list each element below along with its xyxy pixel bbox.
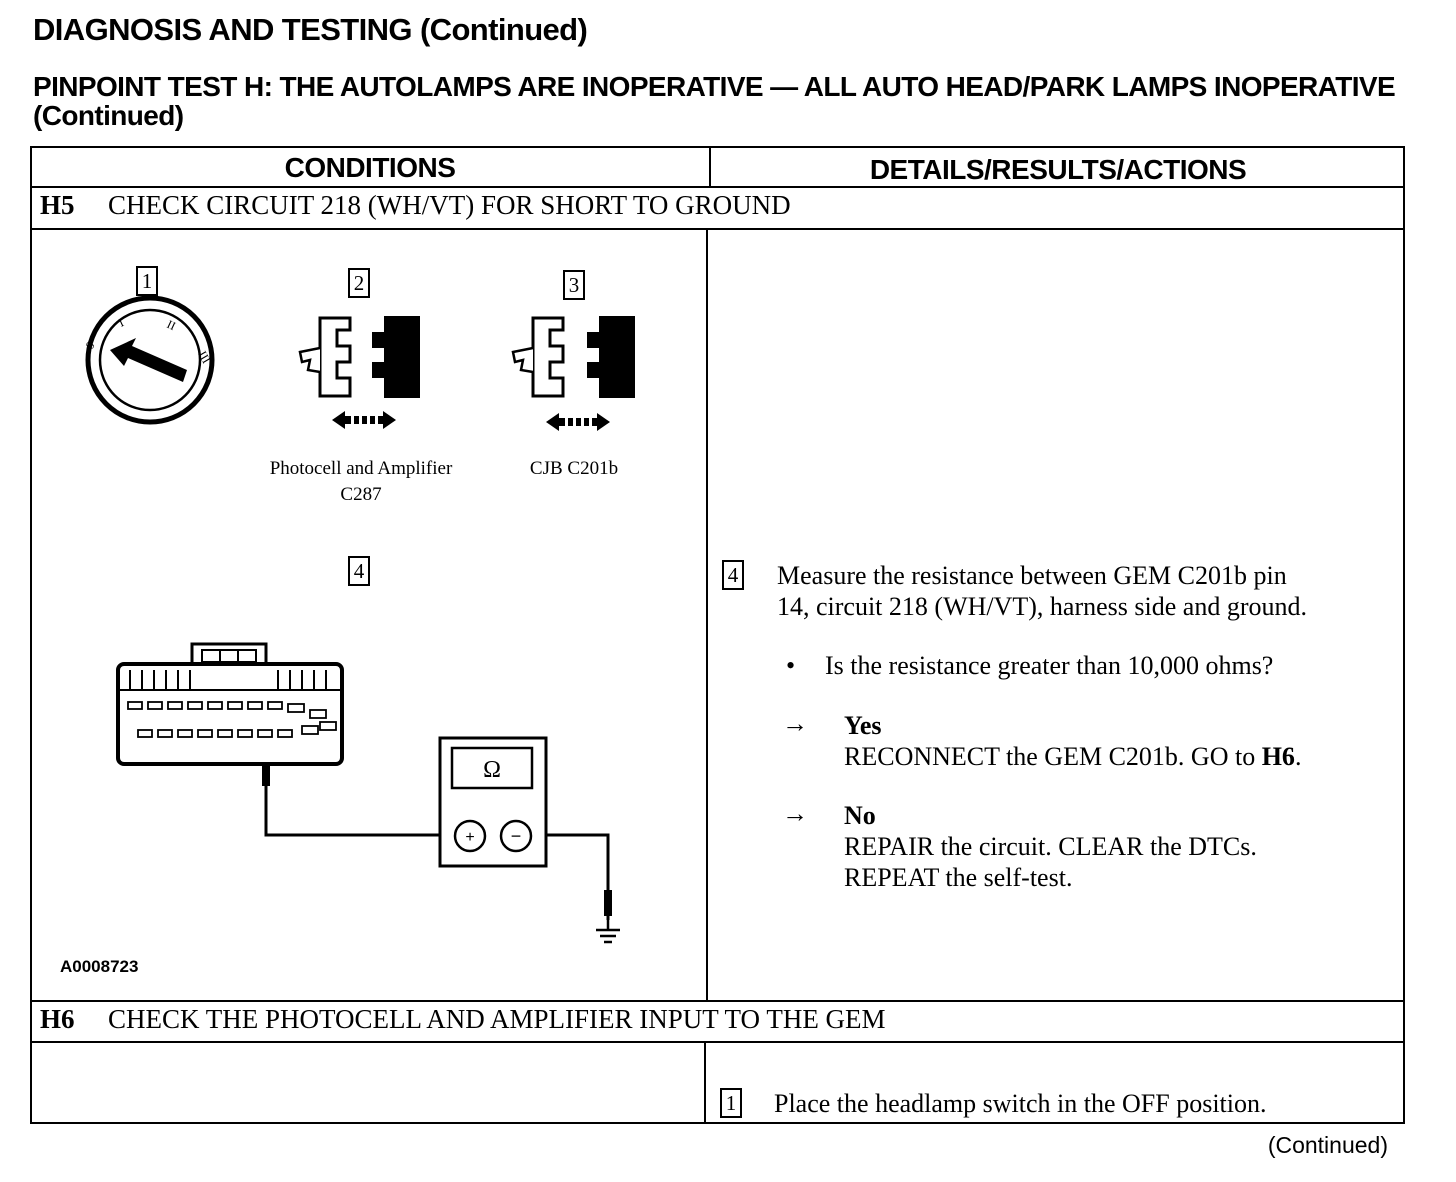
- yes-result: Yes RECONNECT the GEM C201b. GO to H6.: [844, 710, 1394, 772]
- photocell-caption-line2: C287: [340, 484, 382, 505]
- photocell-connector-icon: [298, 316, 420, 429]
- step-h6-title: CHECK THE PHOTOCELL AND AMPLIFIER INPUT …: [108, 1004, 886, 1034]
- h5-header-divider: [32, 228, 1403, 230]
- gem-connector-icon: [116, 642, 344, 786]
- no-arrow-icon: →: [782, 799, 808, 828]
- bullet-icon: •: [786, 651, 796, 680]
- positive-terminal-label: +: [465, 829, 474, 846]
- h6-step-number: 1: [720, 1088, 742, 1118]
- yes-arrow-icon: →: [782, 709, 808, 738]
- ohmmeter-icon: Ω + −: [438, 736, 548, 868]
- no-label: No: [844, 801, 876, 830]
- step-h5-details: 4 Measure the resistance between GEM C20…: [708, 230, 1403, 1000]
- step-h6-header: H6 CHECK THE PHOTOCELL AND AMPLIFIER INPU…: [40, 1004, 886, 1035]
- header-column-divider: [709, 148, 711, 188]
- callout-3: 3: [563, 270, 585, 300]
- measure-instruction: Measure the resistance between GEM C201b…: [777, 560, 1397, 622]
- figure-id: A0008723: [60, 957, 139, 976]
- step-h5-header: H5 CHECK CIRCUIT 218 (WH/VT) FOR SHORT TO…: [40, 190, 791, 221]
- callout-2: 2: [348, 268, 370, 298]
- conditions-header: CONDITIONS: [284, 152, 456, 183]
- no-result: No REPAIR the circuit. CLEAR the DTCs. R…: [844, 800, 1394, 893]
- no-action-line1: REPAIR the circuit. CLEAR the DTCs.: [844, 832, 1257, 861]
- yes-label: Yes: [844, 711, 882, 740]
- measure-instruction-line1: Measure the resistance between GEM C201b…: [777, 561, 1287, 590]
- callout-4: 4: [348, 556, 370, 586]
- h6-header-divider: [32, 1041, 1403, 1043]
- photocell-connector-caption: Photocell and Amplifier C287: [251, 456, 471, 508]
- measure-instruction-line2: 14, circuit 218 (WH/VT), harness side an…: [777, 592, 1307, 621]
- h6-column-divider: [704, 1041, 706, 1124]
- step-h5-figure: 1 2 3 4 0 I II III: [32, 230, 706, 1000]
- step-h6-id: H6: [40, 1004, 75, 1034]
- probe-wire-positive: [264, 786, 440, 837]
- h5-column-divider: [706, 228, 708, 1002]
- details-step-number: 4: [722, 560, 744, 590]
- switch-mark-1: I: [116, 315, 126, 329]
- switch-mark-2: II: [165, 317, 178, 333]
- photocell-caption-line1: Photocell and Amplifier: [269, 458, 453, 479]
- h5-illustration: 0 I II III: [82, 295, 635, 944]
- no-action-line2: REPEAT the self-test.: [844, 863, 1073, 892]
- negative-terminal-label: −: [511, 826, 522, 846]
- ignition-switch-icon: 0 I II III: [82, 295, 215, 425]
- h6-instruction: Place the headlamp switch in the OFF pos…: [774, 1089, 1267, 1118]
- details-header: DETAILS/RESULTS/ACTIONS: [869, 154, 1247, 185]
- cjb-connector-icon: [511, 316, 635, 431]
- yes-action: RECONNECT the GEM C201b. GO to: [844, 742, 1262, 771]
- probe-wire-negative: [546, 833, 610, 920]
- yes-goto-link[interactable]: H6: [1261, 742, 1295, 771]
- callout-1: 1: [136, 266, 158, 296]
- step-h5-id: H5: [40, 190, 75, 220]
- continued-note: (Continued): [1267, 1132, 1388, 1158]
- pinpoint-test-title: PINPOINT TEST H: THE AUTOLAMPS ARE INOPE…: [33, 71, 1396, 131]
- ohm-symbol: Ω: [483, 757, 501, 783]
- h5-bottom-divider: [32, 1000, 1403, 1002]
- cjb-connector-caption: CJB C201b: [529, 458, 619, 479]
- table-header-divider: [32, 186, 1403, 188]
- page-title: DIAGNOSIS AND TESTING (Continued): [33, 12, 588, 47]
- resistance-question: Is the resistance greater than 10,000 oh…: [825, 651, 1274, 680]
- yes-period: .: [1294, 742, 1302, 771]
- ground-icon: [596, 890, 620, 944]
- step-h5-title: CHECK CIRCUIT 218 (WH/VT) FOR SHORT TO G…: [108, 190, 791, 220]
